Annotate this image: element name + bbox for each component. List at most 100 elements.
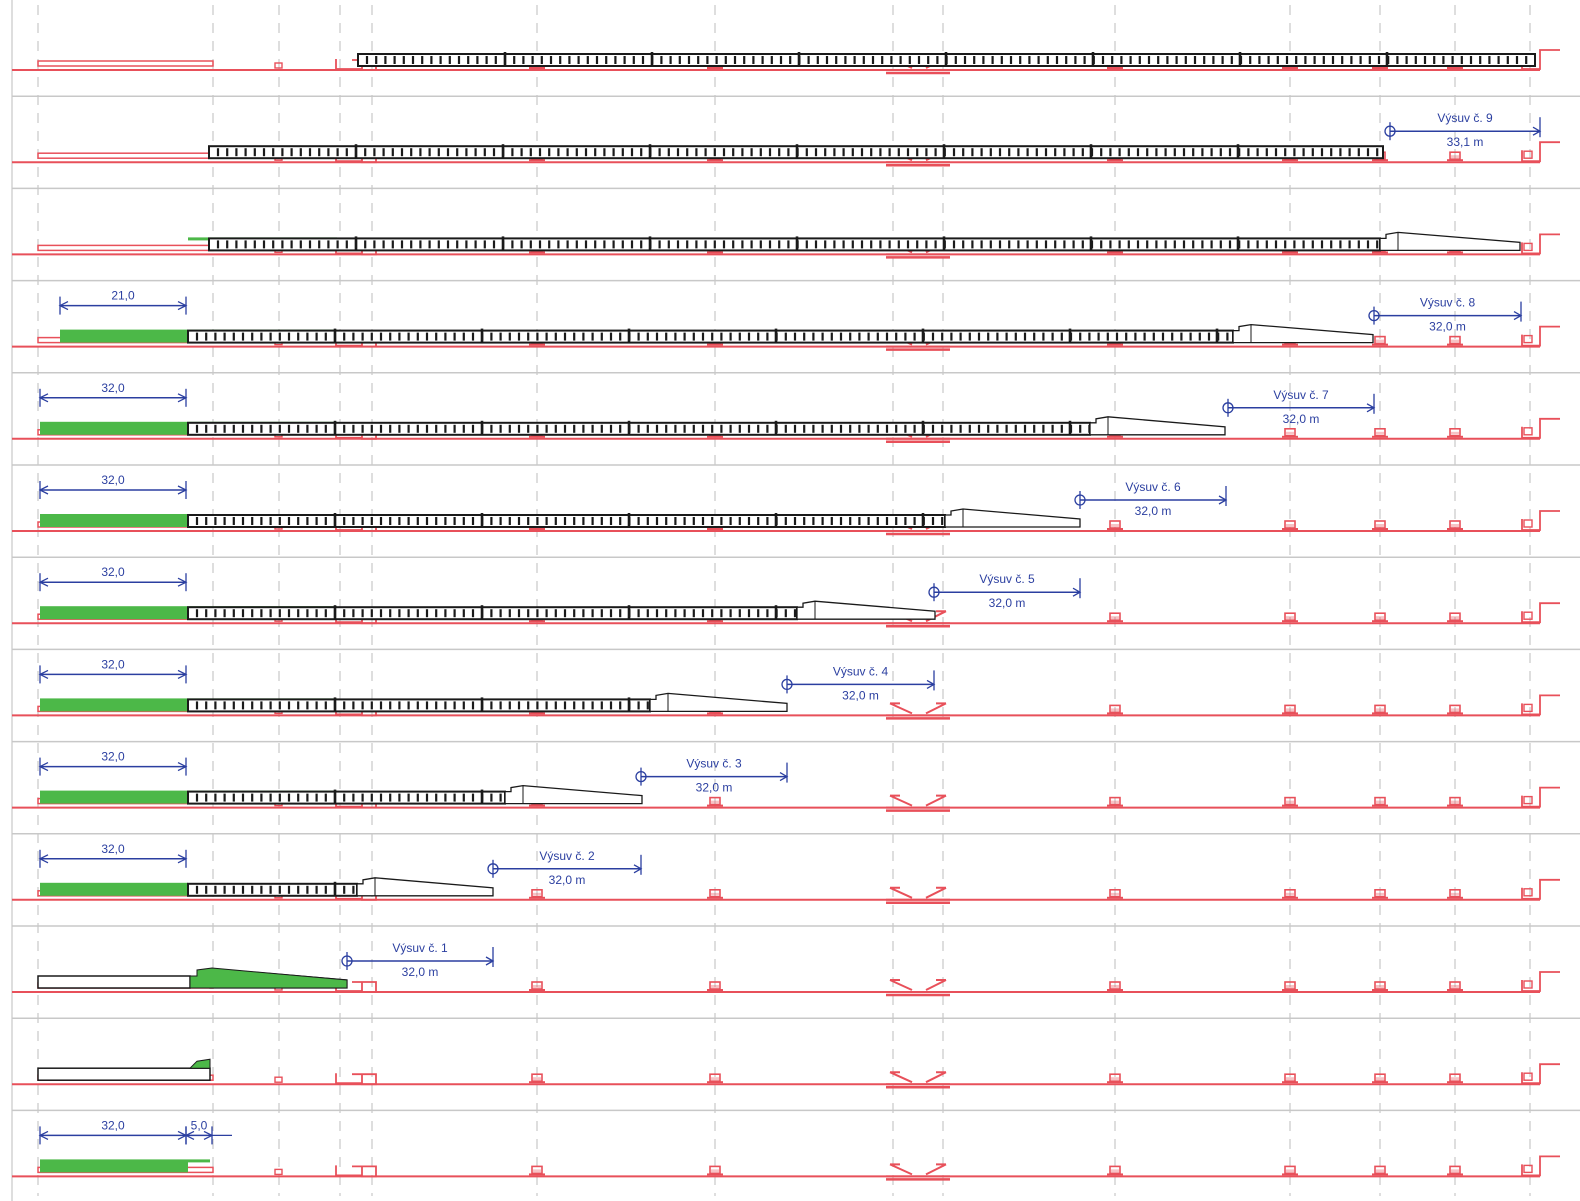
- segment-dimension: 32,0: [38, 750, 188, 776]
- dimension-origin: [781, 678, 793, 691]
- segment-dimension: 21,0: [58, 289, 188, 315]
- girder-segment: [187, 881, 358, 897]
- abutment-right: [1521, 417, 1560, 439]
- pier-symbol: [529, 981, 545, 991]
- girder-segment: [187, 328, 1234, 344]
- stage-row: Výsuv č. 1 32,0 m: [12, 941, 1560, 997]
- segment-dimension: 5,0: [184, 1118, 214, 1145]
- dimension-label: Výsuv č. 4: [833, 664, 889, 678]
- dimension-origin: [487, 863, 499, 875]
- new-segment-fill: [40, 514, 188, 527]
- arrowheads: [58, 301, 188, 311]
- girder-segment: [208, 144, 1384, 160]
- dimension-label: 32,0: [101, 473, 125, 487]
- bearing: [1523, 242, 1533, 252]
- arrowheads: [38, 669, 188, 679]
- dimension-label: 32,0: [101, 842, 125, 856]
- stage-separators: [12, 95, 1580, 1112]
- pier-symbol: [1372, 427, 1388, 438]
- dimension-label: Výsuv č. 7: [1273, 388, 1329, 402]
- new-segment-fill: [188, 1159, 210, 1163]
- launching-nose: [504, 784, 643, 805]
- dimension-label: Výsuv č. 1: [392, 941, 448, 955]
- v-pier: [886, 702, 950, 717]
- launching-nose: [1089, 416, 1226, 436]
- arrowhead: [926, 679, 936, 689]
- bearing: [1523, 519, 1533, 528]
- v-pier: [886, 886, 950, 901]
- segment-dimension: 32,0: [38, 657, 188, 684]
- dimension-value: 33,1 m: [1447, 135, 1484, 149]
- pier-symbol: [1282, 520, 1298, 530]
- pier-symbol: [707, 1165, 723, 1176]
- pier-symbol: [1447, 704, 1463, 715]
- dimension-annotation: Výsuv č. 732,0 m: [1222, 388, 1376, 426]
- dimension-annotation: Výsuv č. 832,0 m: [1368, 296, 1523, 334]
- dimension-label: 21,0: [111, 289, 135, 303]
- abutment-right: [1521, 786, 1560, 808]
- new-segment-fill: [40, 698, 188, 712]
- arrowhead: [1513, 311, 1523, 321]
- new-segment-fill: [40, 421, 188, 435]
- pier-symbol: [1282, 888, 1298, 899]
- pier-symbol: [707, 888, 723, 899]
- pier-symbol: [707, 796, 723, 807]
- launching-nose: [1232, 323, 1374, 344]
- casting-yard: [37, 244, 214, 252]
- dimension-value: 32,0 m: [1429, 320, 1466, 334]
- pier-symbol: [1372, 520, 1388, 530]
- bearing: [1523, 427, 1533, 436]
- dimension-origin: [1222, 402, 1234, 414]
- pier-symbol: [1282, 1165, 1298, 1176]
- pier-symbol: [1107, 612, 1123, 623]
- pier-symbol: [1447, 427, 1463, 438]
- launching-nose: [1379, 231, 1521, 252]
- dimension-origin: [635, 770, 647, 783]
- dimension-origin: [1384, 125, 1396, 137]
- abutment-right: [1521, 1063, 1560, 1085]
- pier-symbol: [1282, 796, 1298, 807]
- support-axis-lines: [11, 0, 1531, 1201]
- stage-row: [12, 1058, 1560, 1089]
- pier-symbol: [1447, 335, 1463, 346]
- girder-segment: [357, 52, 1536, 67]
- pier-symbol: [1372, 981, 1388, 991]
- dimension-label: 32,0: [101, 750, 125, 764]
- dimension-label: Výsuv č. 3: [686, 757, 742, 771]
- pier-symbol: [1372, 1165, 1388, 1176]
- launching-nose: [649, 692, 788, 713]
- arrowheads: [38, 393, 188, 403]
- bearing: [1523, 1164, 1533, 1174]
- pier-symbol: [1107, 1073, 1123, 1084]
- pier-symbol: [1107, 520, 1123, 530]
- pier-symbol: [1372, 612, 1388, 623]
- new-segment-fill: [40, 606, 188, 620]
- dimension-value: 32,0 m: [549, 873, 586, 887]
- dimension-label: Výsuv č. 5: [979, 572, 1035, 586]
- temporary-support: [274, 1076, 283, 1083]
- girder-segment: [187, 605, 798, 621]
- arrowhead: [1366, 403, 1376, 413]
- temporary-support: [274, 62, 283, 69]
- arrowhead: [633, 864, 643, 874]
- pier-symbol: [1282, 427, 1298, 438]
- pier-symbol: [1447, 796, 1463, 807]
- abutment-right: [1521, 325, 1560, 347]
- abutment-right: [1521, 878, 1560, 900]
- abutment-right: [1521, 510, 1560, 531]
- dimension-label: 32,0: [101, 381, 125, 395]
- dimension-label: Výsuv č. 6: [1125, 480, 1181, 494]
- abutment-right: [1521, 694, 1560, 716]
- dimension-value: 32,0 m: [402, 965, 439, 979]
- pier-symbol: [529, 1073, 545, 1084]
- casting-yard: [37, 152, 214, 159]
- pier-symbol: [707, 981, 723, 991]
- dimension-origin: [928, 586, 940, 598]
- pier-symbol: [529, 888, 545, 899]
